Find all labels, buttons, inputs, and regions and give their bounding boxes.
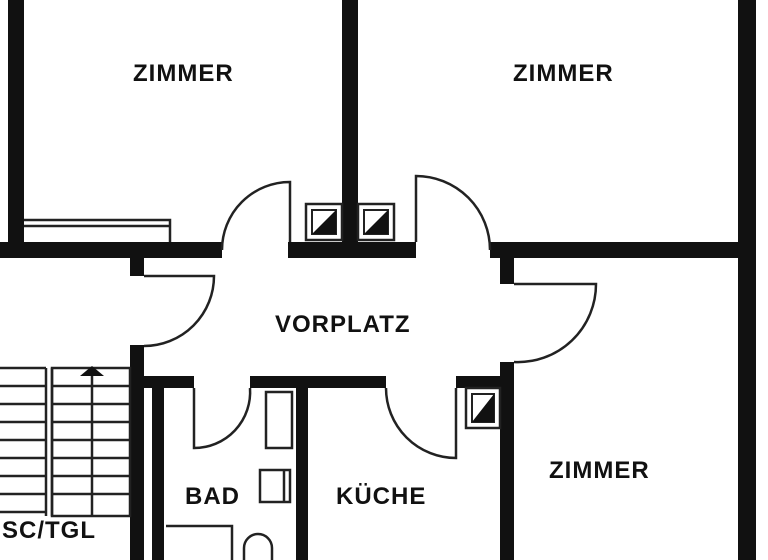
room-label-zimmer-top-left: ZIMMER (133, 60, 234, 87)
wall-top-right (490, 242, 740, 258)
shafts (304, 202, 502, 430)
room-label-zimmer-bottom-right: ZIMMER (549, 457, 650, 484)
bath-fixtures (166, 390, 294, 560)
door-zimmer-top-right (414, 174, 492, 251)
room-label-kueche: KÜCHE (336, 483, 427, 510)
toilet (242, 532, 274, 560)
shaft-1 (304, 202, 344, 242)
wall-top-left-lower (0, 242, 222, 258)
wall-stair-top (130, 258, 144, 276)
wall-hall-bottom-right (456, 376, 506, 388)
door-bad (192, 387, 252, 450)
wall-hall-right-top (500, 258, 514, 284)
wall-bad-left (152, 388, 164, 560)
bathtub (166, 524, 234, 560)
room-label-bad: BAD (185, 483, 240, 510)
wall-stub (334, 382, 362, 388)
wall-hall-bottom-mid (250, 376, 386, 388)
bath-cabinet (264, 390, 294, 450)
wall-hall-left (130, 345, 144, 560)
room-label-stair: SC/TGL (2, 517, 96, 544)
shaft-3 (464, 386, 502, 430)
wall-hall-bottom-left (144, 376, 194, 388)
bath-sink (258, 468, 292, 504)
door-zimmer-bottom-right (513, 282, 598, 364)
door-zimmer-top-left (220, 180, 292, 251)
room-label-vorplatz: VORPLATZ (275, 311, 411, 338)
door-kueche (384, 387, 458, 460)
staircase (0, 366, 132, 518)
door-entrance (143, 274, 216, 348)
shaft-2 (356, 202, 396, 242)
room-label-zimmer-top-right: ZIMMER (513, 60, 614, 87)
wall-hall-right (500, 362, 514, 560)
wall-right (738, 0, 756, 560)
wall-left-top (8, 0, 24, 250)
stair-arrow-head (80, 366, 104, 376)
wall-bad-kueche (296, 388, 308, 560)
wall-mid-top (342, 0, 358, 258)
door-swings (143, 174, 598, 460)
radiator (24, 218, 172, 242)
wall-top-center (288, 242, 416, 258)
